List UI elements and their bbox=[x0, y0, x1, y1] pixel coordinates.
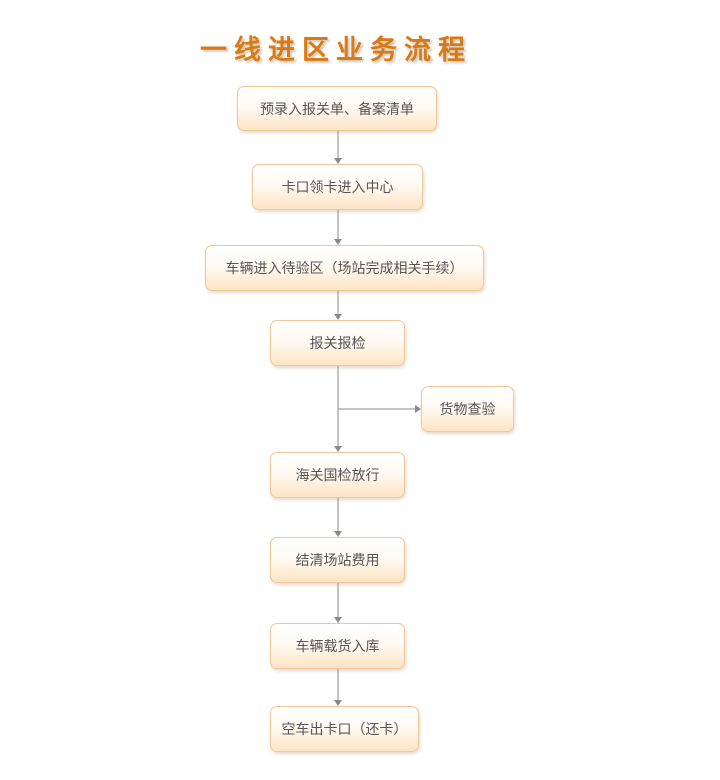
step-box-settle-fees: 结清场站费用 bbox=[270, 537, 405, 583]
step-label: 车辆载货入库 bbox=[295, 639, 380, 655]
step-label: 结清场站费用 bbox=[295, 553, 380, 569]
step-box-customs-release: 海关国检放行 bbox=[270, 452, 405, 498]
step-label: 卡口领卡进入中心 bbox=[281, 180, 394, 196]
step-label: 预录入报关单、备案清单 bbox=[260, 101, 414, 118]
arrowhead-6-7 bbox=[334, 617, 342, 623]
step-box-vehicle-storage: 车辆载货入库 bbox=[270, 623, 405, 669]
arrowhead-1-2 bbox=[334, 158, 342, 164]
arrowhead-3-4 bbox=[334, 314, 342, 320]
diagram-title: 一线进区业务流程 bbox=[200, 35, 472, 66]
step-label: 报关报检 bbox=[309, 336, 366, 352]
arrowhead-2-3 bbox=[334, 239, 342, 245]
arrowhead-5-6 bbox=[334, 531, 342, 537]
step-label: 海关国检放行 bbox=[295, 468, 380, 484]
step-box-cargo-inspection: 货物查验 bbox=[421, 386, 514, 432]
arrowhead-4-5 bbox=[334, 446, 342, 452]
arrowhead-branch bbox=[415, 405, 421, 413]
step-box-prerecord-declaration: 预录入报关单、备案清单 bbox=[237, 86, 437, 131]
step-label: 车辆进入待验区（场站完成相关手续） bbox=[225, 261, 464, 277]
step-box-customs-declaration: 报关报检 bbox=[270, 320, 405, 366]
step-label: 货物查验 bbox=[439, 402, 496, 418]
step-label: 空车出卡口（还卡） bbox=[281, 722, 408, 738]
step-box-waiting-area: 车辆进入待验区（场站完成相关手续） bbox=[205, 245, 484, 291]
arrowhead-7-8 bbox=[334, 700, 342, 706]
step-box-empty-exit: 空车出卡口（还卡） bbox=[270, 706, 419, 752]
step-box-collect-card: 卡口领卡进入中心 bbox=[252, 164, 423, 210]
